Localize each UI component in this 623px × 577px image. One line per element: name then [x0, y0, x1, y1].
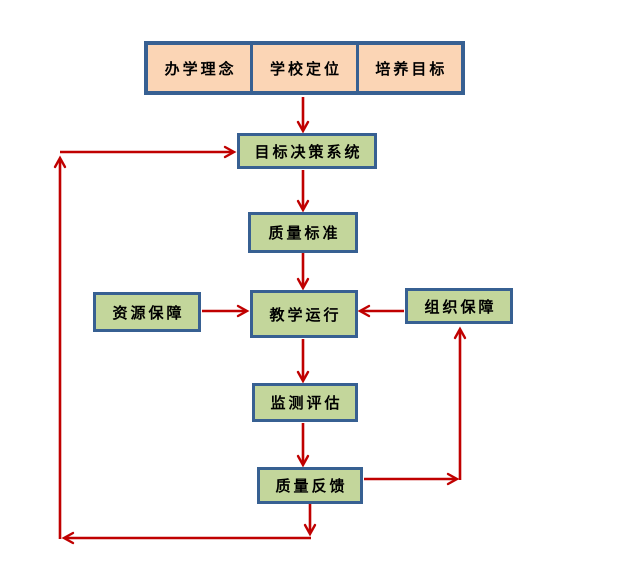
node-quality-feedback: 质量反馈	[257, 467, 363, 504]
node-school-philosophy: 办学理念	[148, 45, 251, 91]
node-quality-standard: 质量标准	[248, 212, 358, 253]
node-monitoring-evaluation: 监测评估	[252, 383, 358, 422]
node-label: 培养目标	[375, 61, 448, 78]
node-label: 学校定位	[269, 61, 342, 78]
node-label: 资源保障	[112, 305, 185, 322]
node-label: 目标决策系统	[254, 144, 363, 161]
node-label: 质量反馈	[275, 479, 348, 495]
node-school-positioning: 学校定位	[250, 45, 356, 91]
node-teaching-operation: 教学运行	[250, 290, 358, 338]
node-label: 监测评估	[270, 396, 343, 412]
node-training-objectives: 培养目标	[355, 45, 461, 91]
node-label: 教学运行	[269, 307, 342, 324]
node-label: 办学理念	[164, 61, 237, 78]
node-resource-support: 资源保障	[93, 292, 201, 332]
top-row-group: 办学理念 学校定位 培养目标	[144, 41, 465, 95]
node-label: 质量标准	[268, 226, 341, 242]
node-label: 组织保障	[424, 299, 497, 316]
node-organization-support: 组织保障	[405, 288, 513, 324]
node-goal-decision-system: 目标决策系统	[237, 133, 377, 169]
